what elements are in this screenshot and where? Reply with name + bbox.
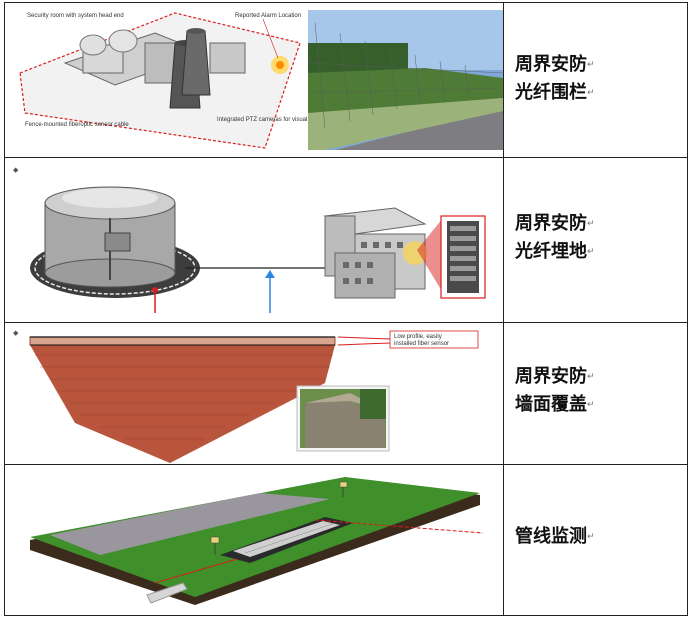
row1-label-line2: 光纤围栏 — [515, 82, 587, 103]
table-row-wall: ◆ Low profile, easil — [5, 323, 687, 465]
wall-photo — [296, 385, 390, 452]
fence-photo — [307, 10, 503, 150]
row1-label-line1: 周界安防 — [515, 54, 587, 75]
pipeline-illustration — [5, 465, 504, 615]
svg-text:◆: ◆ — [13, 329, 19, 337]
wall-illustration: ◆ Low profile, easil — [5, 323, 504, 464]
table-row-fence: Security room with system head end Repor… — [5, 3, 687, 158]
svg-text:◆: ◆ — [13, 166, 19, 174]
table-row-pipeline: 管线监测↵ — [5, 465, 687, 615]
row3-label-line2: 墙面覆盖 — [515, 394, 587, 415]
buried-illustration: ◆ — [5, 158, 504, 322]
callout-alarm-location: Reported Alarm Location — [235, 13, 301, 19]
comparison-table: Security room with system head end Repor… — [4, 2, 688, 616]
callout-fence-cable: Fence-mounted fiberoptic sensor cable — [25, 122, 129, 128]
table-row-buried: ◆ — [5, 158, 687, 323]
wall-callout: Low profile, easily installed fiber sens… — [394, 334, 449, 347]
callout-security-room: Security room with system head end — [27, 13, 124, 19]
row2-label-line1: 周界安防 — [515, 213, 587, 234]
fence-illustration: Security room with system head end Repor… — [5, 3, 504, 157]
row4-label-line1: 管线监测 — [515, 526, 587, 547]
row3-label-line1: 周界安防 — [515, 366, 587, 387]
row2-label-line2: 光纤埋地 — [515, 241, 587, 262]
